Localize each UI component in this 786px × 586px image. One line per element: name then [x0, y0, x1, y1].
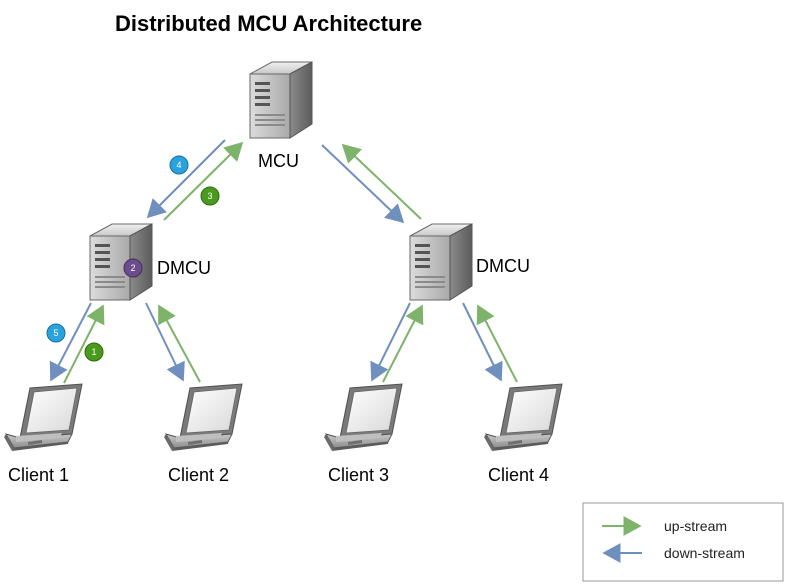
- client-4: Client 4: [483, 383, 563, 485]
- svg-text:4: 4: [176, 160, 181, 170]
- upstream-arrow: [63, 304, 105, 384]
- svg-text:3: 3: [207, 191, 212, 201]
- client-4-label: Client 4: [488, 465, 549, 485]
- upstream-arrow: [476, 304, 518, 383]
- legend-downstream-label: down-stream: [664, 545, 745, 561]
- dmcu-right-label: DMCU: [476, 256, 530, 276]
- laptop-icon: [483, 383, 563, 452]
- downstream-arrow: [146, 139, 226, 219]
- downstream-arrow: [145, 302, 185, 382]
- step-badge-1: 1: [84, 342, 104, 362]
- legend-box: [582, 502, 784, 582]
- step-badge-5: 5: [46, 323, 66, 343]
- client-1: Client 1: [3, 383, 83, 485]
- svg-text:5: 5: [53, 328, 58, 338]
- server-icon: [89, 223, 153, 301]
- server-icon: [249, 61, 313, 139]
- step-badge-3: 3: [200, 186, 220, 206]
- legend: up-stream down-stream: [582, 502, 784, 582]
- upstream-arrow: [382, 304, 424, 383]
- dmcu-left-label: DMCU: [157, 258, 211, 278]
- downstream-arrow: [49, 302, 92, 382]
- svg-text:1: 1: [91, 347, 96, 357]
- upstream-arrow: [158, 304, 201, 383]
- server-icon: [409, 223, 473, 301]
- diagram-title: Distributed MCU Architecture: [115, 11, 422, 36]
- svg-text:2: 2: [130, 263, 135, 273]
- legend-upstream-label: up-stream: [664, 518, 727, 534]
- upstream-arrow: [163, 141, 244, 221]
- laptop-icon: [3, 383, 83, 452]
- dmcu-left-server: DMCU: [89, 223, 211, 301]
- client-2-label: Client 2: [168, 465, 229, 485]
- dmcu-right-server: DMCU: [409, 223, 530, 301]
- downstream-arrow: [370, 302, 411, 382]
- laptop-icon: [323, 383, 403, 452]
- client-2: Client 2: [163, 383, 243, 485]
- upstream-arrow: [341, 143, 422, 220]
- step-badge-2: 2: [123, 258, 143, 278]
- client-3-label: Client 3: [328, 465, 389, 485]
- step-badge-4: 4: [169, 155, 189, 175]
- downstream-arrow: [321, 144, 405, 224]
- client-3: Client 3: [323, 383, 403, 485]
- mcu-server: MCU: [249, 61, 313, 171]
- downstream-arrow: [462, 302, 503, 382]
- laptop-icon: [163, 383, 243, 452]
- client-1-label: Client 1: [8, 465, 69, 485]
- mcu-label: MCU: [258, 151, 299, 171]
